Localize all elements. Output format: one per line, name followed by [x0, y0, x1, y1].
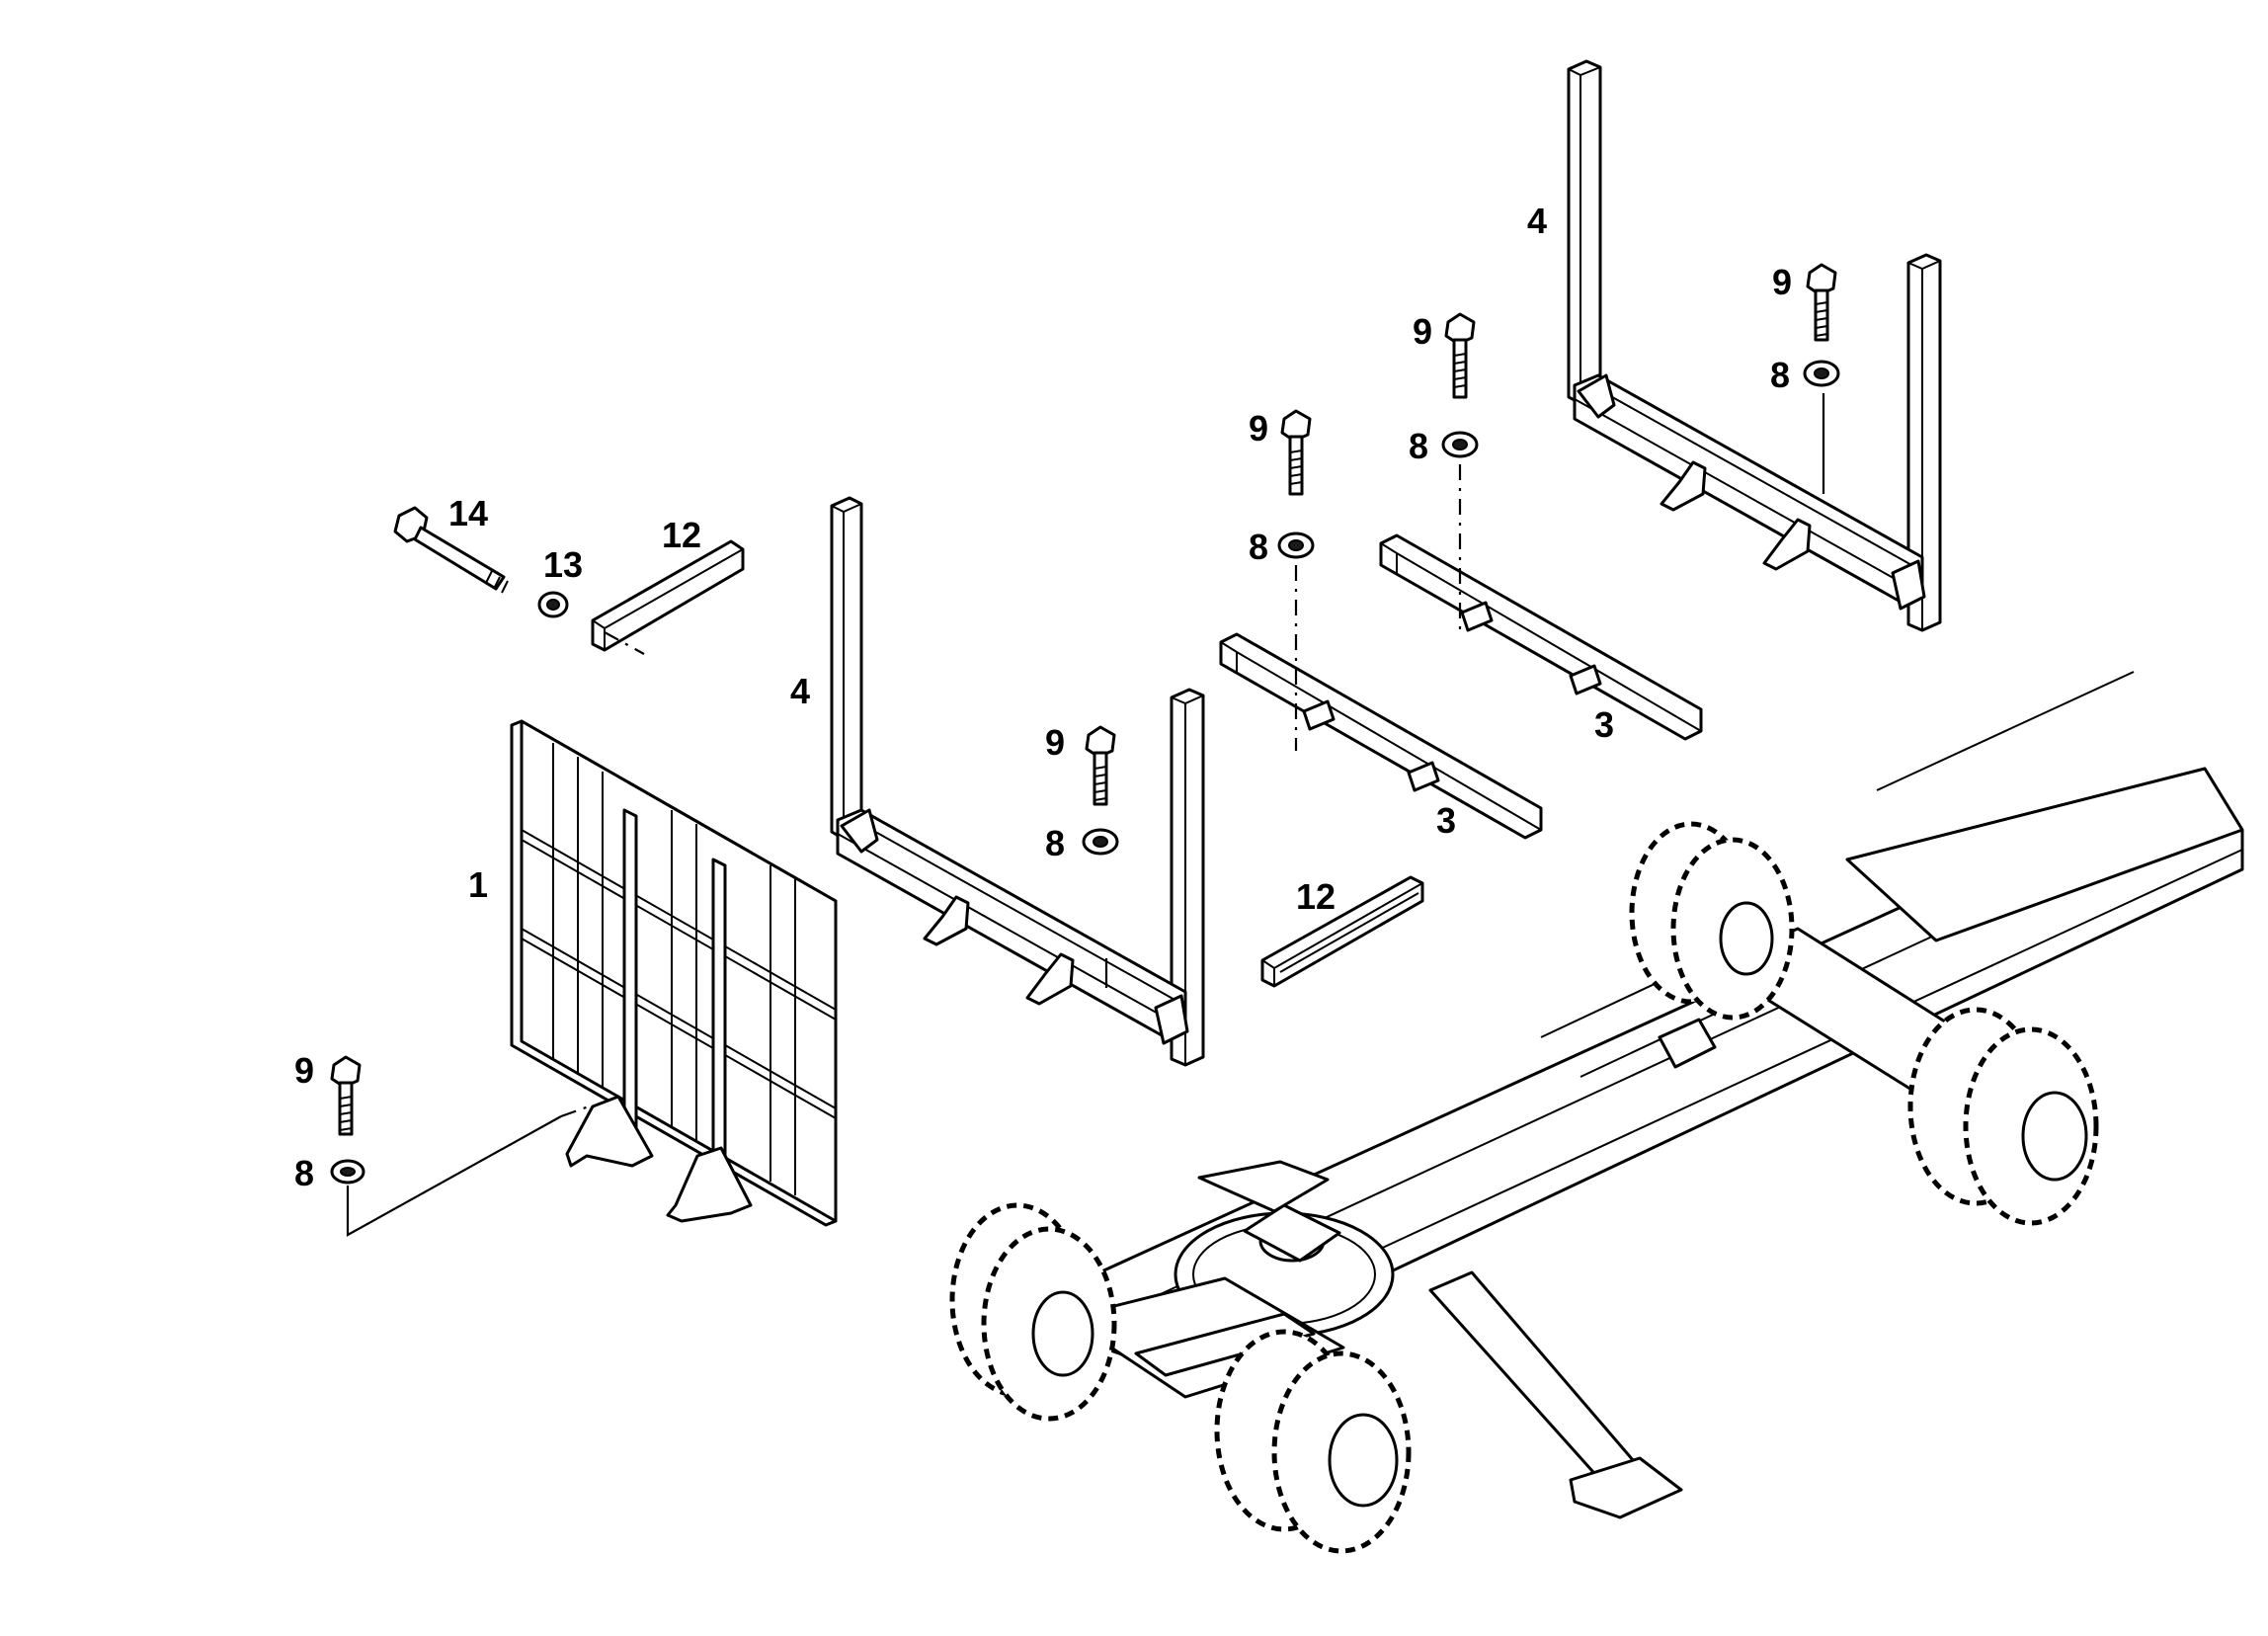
washer-8-stake-right [1803, 360, 1840, 387]
bolt-9-bunk-right [1444, 312, 1476, 399]
washer-8-headboard [330, 1159, 365, 1185]
washer-13 [537, 591, 569, 618]
bolt-9-stake-left [1085, 725, 1116, 806]
washer-8-bunk-right [1441, 431, 1479, 458]
callout-4-left: 4 [790, 671, 810, 711]
callout-8-bunk-right: 8 [1409, 426, 1428, 466]
bunk-beam-3-right [1379, 533, 1703, 741]
headboard-axis-line [560, 1104, 590, 1118]
callout-9-bunk-right: 9 [1413, 311, 1432, 352]
stake-assembly-4-left [830, 496, 1205, 1067]
callout-3-right: 3 [1594, 704, 1614, 745]
long-bolt-14 [393, 506, 509, 594]
callout-4-right: 4 [1527, 201, 1547, 241]
headboard-grid-1 [510, 719, 838, 1227]
callout-9-bunk-left: 9 [1249, 408, 1268, 449]
stake-assembly-4-right [1567, 59, 1942, 632]
callout-8-stake-left: 8 [1045, 823, 1065, 863]
callout-12-middle: 12 [1296, 876, 1336, 917]
callout-12-top: 12 [662, 515, 701, 555]
callout-9-stake-right: 9 [1772, 262, 1792, 302]
callout-14: 14 [448, 493, 488, 533]
bar-12-top [591, 539, 745, 655]
bunk-beam-3-left [1219, 632, 1543, 840]
washer-8-stake-left [1082, 828, 1119, 856]
bolt-9-stake-right [1806, 263, 1837, 342]
callout-8-bunk-left: 8 [1249, 527, 1268, 567]
washer-8-bunk-left [1277, 532, 1315, 559]
callout-9-headboard: 9 [294, 1050, 314, 1091]
callout-9-stake-left: 9 [1045, 722, 1065, 763]
trailer-chassis [949, 671, 2244, 1554]
headboard-leader-line [346, 1115, 562, 1237]
bar-12-middle [1260, 875, 1424, 988]
callout-8-stake-right: 8 [1770, 355, 1790, 395]
callout-8-headboard: 8 [294, 1153, 314, 1193]
callout-13: 13 [543, 544, 583, 585]
callout-1: 1 [468, 864, 488, 905]
bolt-9-bunk-left [1280, 409, 1312, 496]
bolt-9-headboard [330, 1055, 362, 1136]
callout-3-left: 3 [1436, 800, 1456, 841]
